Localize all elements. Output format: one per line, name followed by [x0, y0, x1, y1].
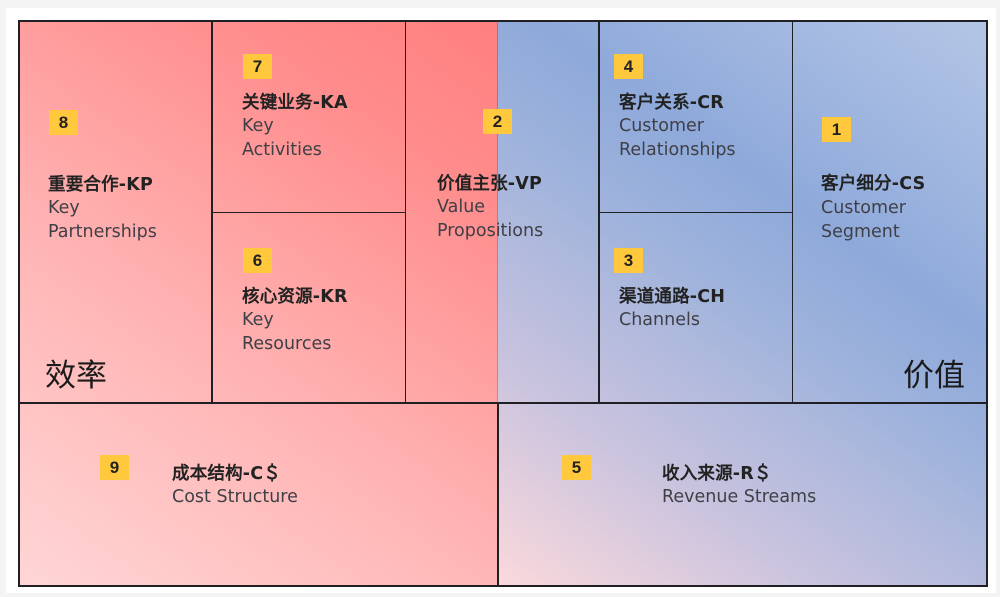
border-bottom [18, 585, 988, 587]
block-title: 价值主张-VP [437, 174, 543, 194]
block-cost-structure[interactable]: 9 成本结构-C＄ Cost Structure [20, 404, 497, 585]
block-title: 重要合作-KP [48, 175, 154, 195]
block-number-badge: 7 [243, 54, 272, 79]
divider-col-3 [598, 20, 600, 403]
block-number-badge: 3 [614, 248, 643, 273]
block-subtitle-line1: Value [437, 197, 486, 217]
divider-col-2 [405, 20, 406, 403]
block-title: 核心资源-KR [242, 287, 348, 307]
block-subtitle-line1: Customer [619, 116, 705, 136]
block-subtitle-line2: Partnerships [48, 222, 157, 242]
block-subtitle-line2: Activities [242, 140, 322, 160]
divider-row [18, 402, 987, 404]
block-number-badge: 8 [49, 110, 78, 135]
block-subtitle-line2: Segment [821, 222, 900, 242]
block-number-badge: 4 [614, 54, 643, 79]
block-key-resources[interactable]: 6 核心资源-KR Key Resources [213, 213, 405, 402]
divider-cr-ch [599, 212, 793, 213]
block-number-badge: 9 [100, 455, 129, 480]
block-customer-segment[interactable]: 1 客户细分-CS Customer Segment 价值 [793, 22, 986, 402]
block-number-badge: 6 [243, 248, 272, 273]
block-title: 客户细分-CS [821, 174, 926, 194]
efficiency-label: 效率 [45, 358, 107, 394]
block-subtitle-line2: Propositions [437, 221, 544, 241]
block-customer-relationships[interactable]: 4 客户关系-CR Customer Relationships [600, 22, 792, 212]
value-half-background [497, 20, 987, 586]
efficiency-half-background [18, 20, 497, 586]
divider-cost-revenue [497, 403, 499, 586]
block-subtitle-line1: Revenue Streams [662, 487, 817, 507]
block-subtitle-line2: Relationships [619, 140, 736, 160]
divider-col-4 [792, 20, 793, 403]
block-title: 客户关系-CR [619, 93, 724, 113]
border-left [18, 20, 20, 587]
vp-color-seam [497, 20, 498, 403]
block-title: 成本结构-C＄ [172, 464, 282, 484]
block-title: 渠道通路-CH [619, 287, 726, 307]
divider-ka-kr [212, 212, 406, 213]
block-subtitle-line1: Cost Structure [172, 487, 298, 507]
block-number-badge: 1 [822, 117, 851, 142]
block-key-activities[interactable]: 7 关键业务-KA Key Activities [213, 22, 405, 212]
block-title: 关键业务-KA [242, 93, 348, 113]
block-number-badge: 5 [562, 455, 591, 480]
block-subtitle-line1: Key [242, 116, 274, 136]
block-title: 收入来源-R＄ [662, 464, 772, 484]
block-subtitle-line1: Channels [619, 310, 700, 330]
border-top [18, 20, 987, 22]
block-subtitle-line1: Key [242, 310, 274, 330]
block-value-propositions[interactable]: 2 价值主张-VP Value Propositions [406, 22, 598, 402]
block-subtitle-line1: Key [48, 198, 80, 218]
border-right [986, 20, 988, 587]
block-key-partnerships[interactable]: 8 重要合作-KP Key Partnerships 效率 [20, 22, 211, 402]
block-channels[interactable]: 3 渠道通路-CH Channels [600, 213, 792, 402]
value-label: 价值 [903, 358, 965, 394]
block-revenue-streams[interactable]: 5 收入来源-R＄ Revenue Streams [499, 404, 986, 585]
block-number-badge: 2 [483, 109, 512, 134]
divider-col-1 [211, 20, 213, 403]
block-subtitle-line1: Customer [821, 198, 907, 218]
block-subtitle-line2: Resources [242, 334, 332, 354]
